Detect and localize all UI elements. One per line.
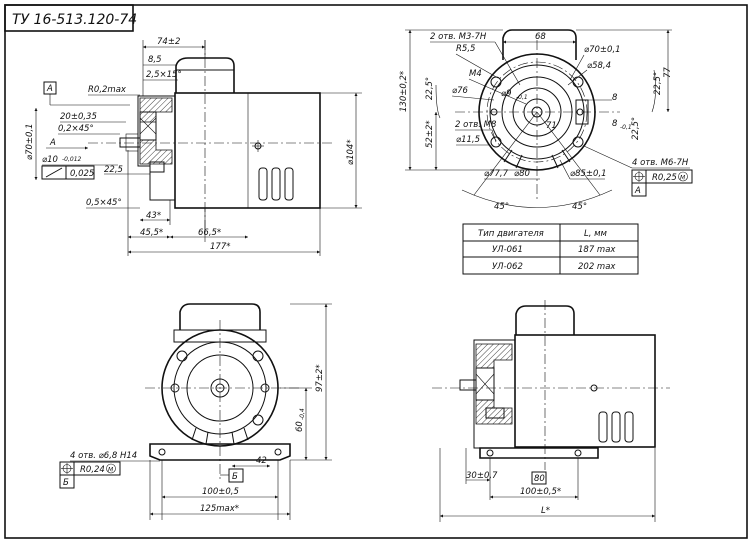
- dim-holes-m3: 2 отв. М3-7Н: [430, 32, 487, 42]
- dim-dia-58-4: ⌀58,4: [587, 61, 611, 71]
- dim-angle-22-5-low: 22,5°: [631, 117, 641, 140]
- dim-dia-9-tol: -0,1: [516, 94, 528, 101]
- dim-shaft-tol: 20±0,35: [60, 112, 97, 122]
- runout-value: 0,025: [70, 169, 94, 179]
- table-row-2-length: 202 max: [578, 262, 616, 272]
- datum-a-label: A: [46, 84, 53, 94]
- dim-height-104: ⌀104*: [346, 139, 356, 165]
- sheet-border: [4, 4, 748, 539]
- dim-chamfer-02: 0,2×45°: [58, 124, 94, 134]
- dim-22-5: 22,5: [104, 165, 123, 175]
- runout-tolerance-frame: 0,025: [41, 165, 95, 180]
- dim-shaft-dia-70: ⌀70±0,1: [25, 123, 35, 160]
- dim-holes-m6: 4 отв. М6-7Н: [632, 158, 689, 168]
- dim-angle-22-5-right: 22,5°: [653, 72, 663, 95]
- dim-holes-m8: 2 отв. М8: [455, 120, 497, 130]
- dim-total-length: 177*: [210, 242, 230, 252]
- dim-overall-width: 74±2: [157, 37, 180, 47]
- dim-dia-8-tol: -0,1: [620, 124, 632, 131]
- flange-section: [137, 95, 176, 201]
- dim-radius-r02: R0,2max: [88, 85, 127, 95]
- front-view: 97±2* 60 -0,4 4 отв. ⌀6,8 Н14 R0,24 M Б …: [59, 303, 332, 520]
- dim-height-130: 130±0,2*: [399, 71, 409, 112]
- table-row-1-type: УЛ-061: [492, 245, 523, 255]
- bottom-vent-slots: [598, 411, 634, 443]
- front-mmc-symbol: M: [108, 467, 114, 474]
- flange-top-box: [502, 29, 577, 60]
- dim-43: 43*: [146, 211, 161, 221]
- dim-length-l: L*: [541, 506, 550, 516]
- bearing-section: [139, 111, 157, 141]
- position-tolerance-frame-flange: R0,25 M A: [631, 169, 693, 197]
- dim-height-60: 60: [295, 421, 305, 432]
- position-tolerance-frame-front: R0,24 M Б: [59, 461, 121, 489]
- motor-body: [174, 92, 321, 209]
- dim-dia-70-top: ⌀70±0,1: [584, 45, 621, 55]
- dim-dia-8-slot: 8: [612, 119, 618, 129]
- shaft: [119, 137, 141, 148]
- dim-45-5: 45,5*: [140, 228, 163, 238]
- dim-m4: М4: [469, 69, 482, 79]
- dim-r-5-5: R5,5: [456, 44, 475, 54]
- dim-shaft-dia-10-tol: -0,012: [62, 156, 82, 163]
- dim-angle-45-left: 45°: [494, 202, 509, 212]
- dim-42: 42: [256, 456, 267, 466]
- dim-8-5: 8,5: [148, 55, 162, 65]
- dim-71: 71: [546, 121, 557, 131]
- document-code-box: ТУ 16-513.120-74: [4, 4, 137, 32]
- dim-100-bottom: 100±0,5*: [520, 487, 561, 497]
- front-feet: [149, 443, 291, 461]
- dim-dia-11-5: ⌀11,5: [456, 135, 480, 145]
- dim-height-97: 97±2*: [315, 364, 325, 392]
- dim-shaft-dia-10: ⌀10: [42, 155, 58, 165]
- dim-125: 125max*: [200, 504, 239, 514]
- dim-height-60-tol: -0,4: [299, 408, 306, 420]
- pos-tol-value: R0,25: [652, 173, 677, 183]
- dim-dia-85: ⌀85±0,1: [570, 169, 607, 179]
- front-datum-b-center: Б: [232, 472, 238, 482]
- dim-chamfer-05: 0,5×45°: [86, 198, 122, 208]
- bottom-feet: [479, 447, 599, 459]
- dim-dia-80: ⌀80: [514, 169, 530, 179]
- terminal-box: [175, 57, 235, 93]
- dim-80: 80: [534, 474, 545, 484]
- table-header-length: L, мм: [584, 229, 608, 239]
- datum-b-box: [228, 468, 244, 483]
- table-row-1-length: 187 max: [578, 245, 616, 255]
- dim-holes-mount: 4 отв. ⌀6,8 Н14: [70, 451, 137, 461]
- arrow-a-label: A: [49, 138, 56, 148]
- dim-68: 68: [535, 32, 546, 42]
- document-code: ТУ 16-513.120-74: [12, 12, 137, 28]
- bottom-motor-body: [514, 334, 656, 448]
- dim-angle-45-right: 45°: [572, 202, 587, 212]
- mmc-symbol: M: [680, 175, 686, 182]
- front-pos-tol-value: R0,24: [80, 465, 105, 475]
- dim-chamfer-2-5: 2,5×15°: [146, 70, 182, 80]
- dim-80-box: [531, 471, 547, 485]
- bottom-side-view: 30±0,7 80 100±0,5* L*: [432, 300, 670, 522]
- front-datum-b-left: Б: [63, 478, 69, 488]
- flange-view: 2 отв. М3-7Н 68 ⌀70±0,1 R5,5 М4 ⌀58,4 22…: [399, 29, 693, 212]
- table-row-2-type: УЛ-062: [492, 262, 523, 272]
- dim-8: 8: [612, 93, 618, 103]
- dim-30: 30±0,7: [466, 471, 498, 481]
- motor-table: Тип двигателя L, мм УЛ-061 187 max УЛ-06…: [462, 223, 639, 275]
- dim-dia-9: ⌀9: [501, 89, 512, 99]
- dim-angle-22-5-left: 22,5°: [425, 77, 435, 100]
- side-view: 74±2 8,5 2,5×15° R0,2max A 20±0,35 0,2×4…: [25, 37, 362, 256]
- dim-dia-77-7: ⌀77,7: [484, 169, 509, 179]
- bottom-terminal-box: [515, 305, 575, 335]
- dim-100: 100±0,5: [202, 487, 239, 497]
- dim-dia-76: ⌀76: [452, 86, 469, 96]
- front-terminal-box: [179, 303, 261, 330]
- datum-a-flange: A: [634, 186, 641, 196]
- vent-slots: [258, 167, 294, 201]
- table-header-type: Тип двигателя: [478, 229, 544, 239]
- dim-66-5: 66,5*: [198, 228, 221, 238]
- dim-height-52: 52±2*: [425, 120, 435, 148]
